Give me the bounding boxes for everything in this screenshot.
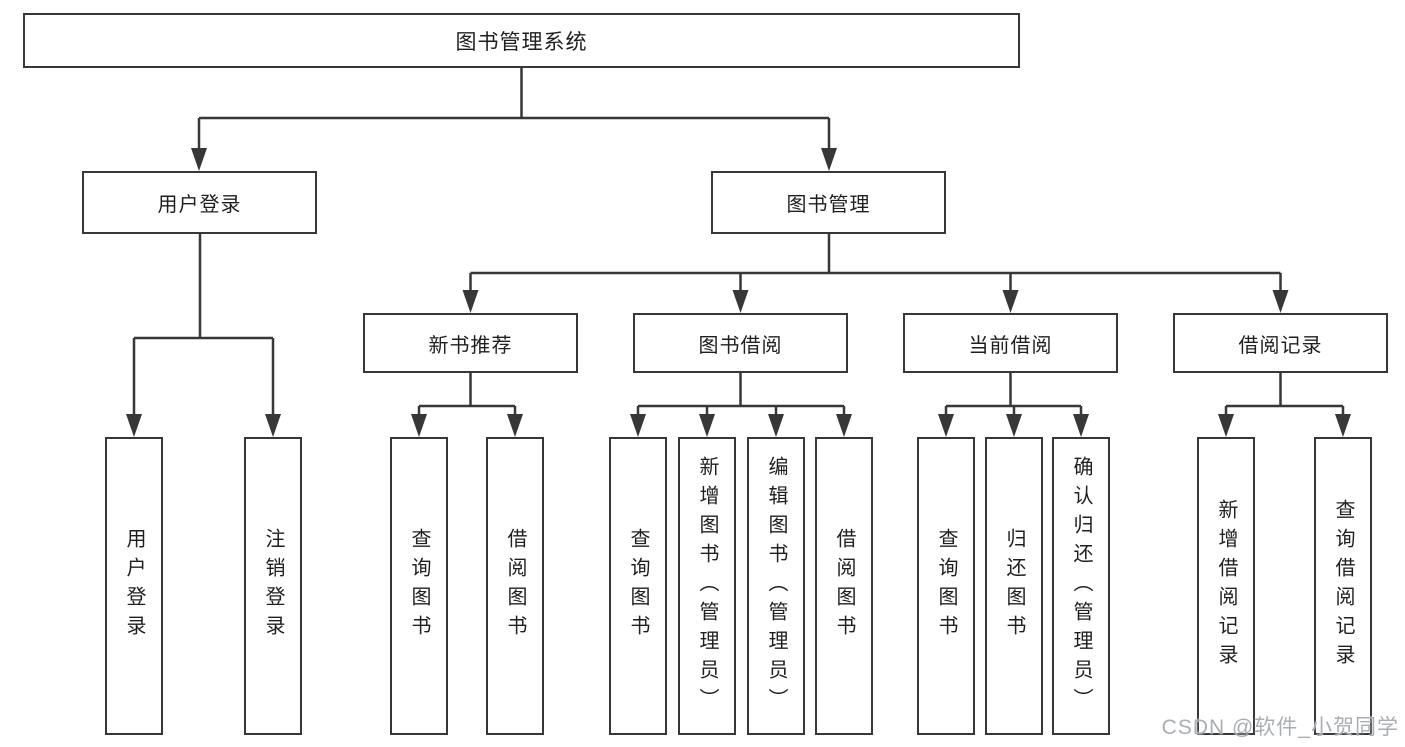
- arrow-down-icon: [1335, 414, 1351, 437]
- leaf-label: 新增借阅记录: [1215, 499, 1237, 673]
- leaf-label: 注销登录: [262, 528, 284, 644]
- leaf-user-login: 用户登录: [105, 437, 163, 735]
- leaf-confirm-return-admin: 确认归还（管理员）: [1052, 437, 1110, 735]
- leaf-label: 查询借阅记录: [1332, 499, 1354, 673]
- connector-book-borrow-branch: [636, 373, 846, 420]
- leaf-add-borrow-record: 新增借阅记录: [1197, 437, 1255, 735]
- arrow-down-icon: [126, 414, 142, 437]
- leaf-label: 查询图书: [627, 528, 649, 644]
- arrow-down-icon: [821, 148, 837, 171]
- leaf-query-books-recommend: 查询图书: [390, 437, 448, 735]
- connector-root-to-level2: [197, 68, 831, 152]
- arrow-down-icon: [732, 290, 749, 313]
- leaf-query-borrow-record: 查询借阅记录: [1314, 437, 1372, 735]
- arrow-down-icon: [938, 414, 954, 437]
- leaf-logout: 注销登录: [244, 437, 302, 735]
- leaf-label: 归还图书: [1003, 528, 1025, 644]
- arrow-down-icon: [265, 414, 281, 437]
- arrow-down-icon: [1002, 290, 1019, 313]
- arrow-down-icon: [1218, 414, 1234, 437]
- arrow-down-icon: [630, 414, 646, 437]
- arrow-down-icon: [1006, 414, 1022, 437]
- arrow-down-icon: [191, 148, 207, 171]
- leaf-label: 编辑图书（管理员）: [765, 455, 787, 717]
- connector-new-book-branch: [417, 373, 517, 420]
- connector-user-login-branch: [132, 234, 275, 420]
- arrow-down-icon: [699, 414, 715, 437]
- leaf-label: 查询图书: [935, 528, 957, 644]
- connector-borrow-record-branch: [1224, 373, 1345, 420]
- arrow-down-icon: [462, 290, 479, 313]
- arrow-down-icon: [1272, 290, 1289, 313]
- arrow-down-icon: [1073, 414, 1089, 437]
- arrow-down-icon: [836, 414, 852, 437]
- leaf-label: 新增图书（管理员）: [696, 455, 718, 717]
- leaf-label: 借阅图书: [833, 528, 855, 644]
- node-current-borrowing: 当前借阅: [903, 313, 1118, 373]
- node-borrowing-records: 借阅记录: [1173, 313, 1388, 373]
- csdn-watermark: CSDN @软件_小贺同学: [1161, 716, 1399, 739]
- leaf-edit-books-admin: 编辑图书（管理员）: [747, 437, 805, 735]
- leaf-label: 确认归还（管理员）: [1070, 455, 1092, 717]
- leaf-borrow-books: 借阅图书: [815, 437, 873, 735]
- leaf-return-books: 归还图书: [985, 437, 1043, 735]
- node-root-system: 图书管理系统: [23, 13, 1020, 68]
- connector-current-borrow-branch: [944, 373, 1083, 420]
- leaf-borrow-books-recommend: 借阅图书: [486, 437, 544, 735]
- node-user-login: 用户登录: [82, 171, 317, 234]
- arrow-down-icon: [411, 414, 427, 437]
- leaf-query-books-borrow: 查询图书: [609, 437, 667, 735]
- node-new-book-recommend: 新书推荐: [363, 313, 578, 373]
- leaf-label: 用户登录: [123, 528, 145, 644]
- leaf-query-books-current: 查询图书: [917, 437, 975, 735]
- arrow-down-icon: [507, 414, 523, 437]
- connector-book-mgmt-branch: [469, 234, 1282, 296]
- node-book-borrowing: 图书借阅: [633, 313, 848, 373]
- leaf-add-books-admin: 新增图书（管理员）: [678, 437, 736, 735]
- arrow-down-icon: [768, 414, 784, 437]
- node-book-management: 图书管理: [711, 171, 946, 234]
- leaf-label: 查询图书: [408, 528, 430, 644]
- leaf-label: 借阅图书: [504, 528, 526, 644]
